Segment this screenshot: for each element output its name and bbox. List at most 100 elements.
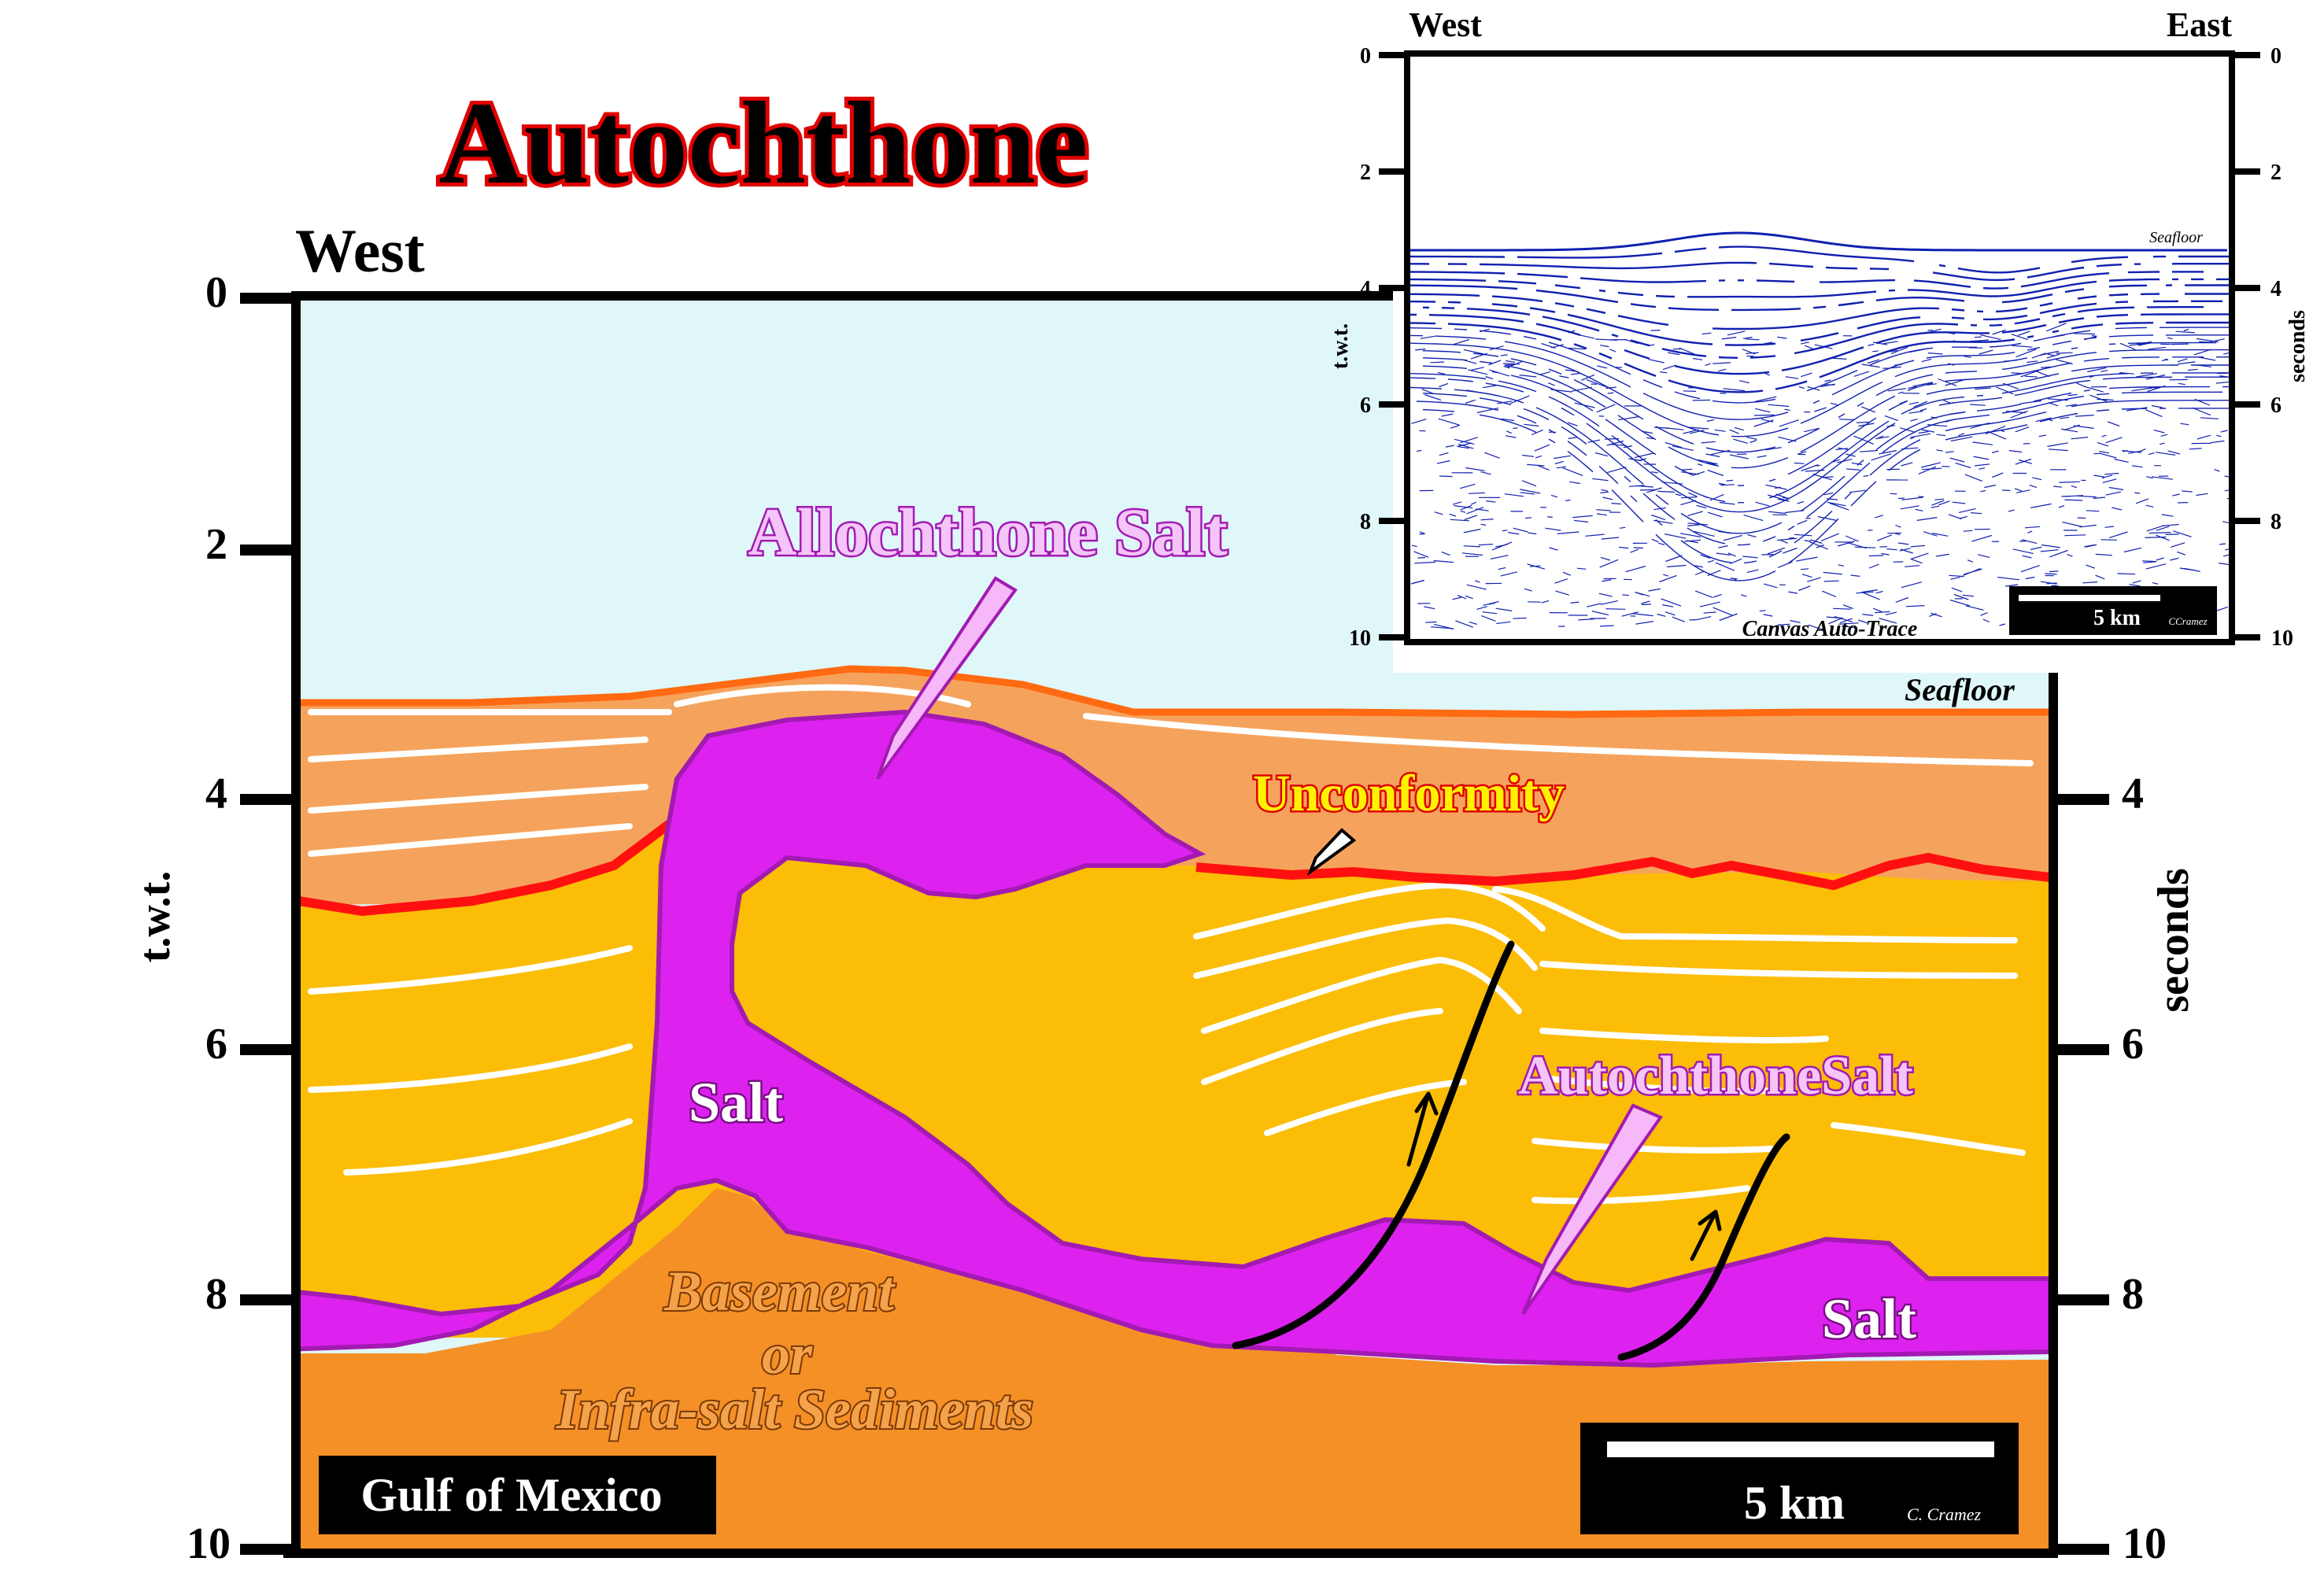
inset-seismic-dash bbox=[1908, 411, 1923, 414]
inset-seismic-dash bbox=[1463, 545, 1480, 548]
right-time-axis: 4 6 8 10 seconds bbox=[2054, 770, 2198, 1568]
inset-seismic-dash bbox=[2046, 582, 2057, 585]
inset-seismic-dash bbox=[1746, 338, 1760, 341]
inset-seismic-dash bbox=[1794, 533, 1812, 537]
inset-seismic-dash bbox=[1881, 552, 1890, 556]
inset-seismic-dash bbox=[1586, 603, 1602, 607]
inset-seismic-dash bbox=[1466, 507, 1484, 515]
inset-seismic-dash bbox=[1438, 418, 1460, 426]
inset-seismic-dash bbox=[1570, 601, 1580, 604]
inset-seismic-dash bbox=[1826, 498, 1838, 500]
inset-seismic-dash bbox=[1717, 368, 1727, 372]
inset-seismic-dash bbox=[1974, 336, 1982, 338]
inset-seismic-dash bbox=[2076, 382, 2086, 387]
inset-seismic-dash bbox=[2119, 372, 2134, 375]
inset-seismic-dash bbox=[2177, 358, 2188, 363]
inset-seismic-dash bbox=[1856, 591, 1874, 594]
inset-seismic-dash bbox=[1664, 611, 1676, 616]
inset-seismic-dash bbox=[2031, 353, 2045, 359]
inset-seismic-dash bbox=[1734, 426, 1744, 431]
inset-seismic-dash bbox=[1651, 538, 1659, 543]
inset-seismic-dash bbox=[2197, 364, 2211, 367]
inset-seismic-dash bbox=[1430, 361, 1445, 364]
inset-seismic-dash bbox=[1662, 364, 1676, 371]
inset-seismic-dash bbox=[1782, 547, 1797, 554]
inset-seismic-dash bbox=[2004, 584, 2019, 587]
inset-seismic-dash bbox=[1733, 438, 1748, 444]
inset-seismic-dash bbox=[1890, 493, 1897, 495]
inset-seismic-dash bbox=[1900, 548, 1913, 554]
inset-seismic-dash bbox=[1949, 411, 1966, 415]
inset-seismic-dash bbox=[2008, 450, 2023, 453]
inset-seismic-dash bbox=[1862, 614, 1874, 616]
inset-seismic-dash bbox=[1868, 563, 1879, 569]
inset-seismic-dash bbox=[1861, 589, 1878, 593]
inset-seismic-dash bbox=[1788, 591, 1798, 594]
inset-seismic-dash bbox=[2089, 375, 2096, 378]
inset-seismic-dash bbox=[2123, 449, 2128, 452]
inset-seismic-dash bbox=[1513, 427, 1518, 430]
inset-seismic-dash bbox=[1777, 561, 1793, 568]
inset-seismic-dash bbox=[1955, 462, 1971, 469]
inset-seismic-dash bbox=[1899, 548, 1911, 552]
inset-seismic-dash bbox=[1452, 338, 1470, 345]
inset-seismic-dash bbox=[2014, 488, 2023, 492]
inset-seismic-dash bbox=[2123, 547, 2142, 553]
seafloor-label: Seafloor bbox=[1905, 672, 2015, 707]
salt-label-right: Salt bbox=[1822, 1287, 1916, 1350]
inset-seismic-dash bbox=[1701, 332, 1712, 335]
inset-seismic-dash bbox=[2018, 459, 2033, 464]
left-tick-0: 0 bbox=[205, 268, 227, 317]
inset-seismic-dash bbox=[2053, 485, 2062, 488]
inset-seismic-dash bbox=[1439, 382, 1449, 388]
inset-seismic-dash bbox=[1931, 416, 1938, 419]
inset-seismic-dash bbox=[1648, 588, 1661, 592]
inset-seismic-dash bbox=[1663, 574, 1669, 577]
inset-seismic-dash bbox=[2032, 477, 2042, 481]
inset-seismic-dash bbox=[2170, 557, 2179, 561]
inset-seismic-dash bbox=[1718, 545, 1728, 548]
inset-seismic-dash bbox=[1550, 389, 1572, 393]
inset-seismic-dash bbox=[1908, 386, 1917, 389]
inset-seismic-dash bbox=[1554, 455, 1571, 460]
inset-seismic-dash bbox=[1875, 435, 1884, 440]
inset-seismic-dash bbox=[1714, 429, 1726, 432]
inset-seismic-dash bbox=[1693, 471, 1705, 476]
inset-seismic-dash bbox=[1681, 471, 1699, 475]
inset-reflector bbox=[1422, 349, 2229, 453]
inset-reflector bbox=[1410, 327, 2229, 404]
inset-seismic-dash bbox=[1486, 500, 1496, 503]
inset-seismic-dash bbox=[1484, 452, 1500, 459]
inset-seismic-dash bbox=[2184, 567, 2200, 572]
inset-seismic-dash bbox=[1547, 516, 1553, 518]
inset-seismic-dash bbox=[1809, 337, 1820, 340]
inset-seismic-dash bbox=[2086, 564, 2096, 569]
inset-seismic-dash bbox=[2171, 343, 2189, 345]
inset-seismic-dash bbox=[2062, 521, 2083, 528]
inset-seismic-dash bbox=[1947, 363, 1955, 366]
inset-seismic-dash bbox=[1823, 571, 1842, 575]
inset-seismic-dash bbox=[1465, 595, 1473, 600]
inset-seismic-dash bbox=[2109, 531, 2128, 538]
inset-seismic-dash bbox=[1541, 600, 1550, 604]
inset-seismic-dash bbox=[1746, 569, 1759, 573]
inset-seismic-dash bbox=[1625, 565, 1646, 573]
basement-label-line3: Infra-salt Sediments bbox=[556, 1378, 1033, 1441]
inset-seismic-dash bbox=[1419, 533, 1424, 535]
inset-right-axis-label: seconds bbox=[2285, 310, 2310, 382]
left-tick-6: 6 bbox=[205, 1020, 227, 1069]
inset-left-axis: 0 2 4 6 8 10 t.w.t. bbox=[1328, 44, 1407, 651]
inset-seismic-dash bbox=[2175, 330, 2195, 334]
unconformity-line-right bbox=[1195, 852, 2050, 891]
inset-seismic-dash bbox=[1508, 532, 1520, 535]
inset-left-tick-0: 0 bbox=[1360, 44, 1371, 68]
inset-right-tick-10: 10 bbox=[2271, 626, 2293, 651]
inset-seismic-dash bbox=[1797, 500, 1804, 504]
inset-seismic-dash bbox=[1554, 578, 1568, 584]
inset-seismic-dash bbox=[1742, 349, 1756, 355]
inset-seismic-dash bbox=[1562, 571, 1571, 576]
inset-seismic-dash bbox=[1470, 367, 1484, 371]
inset-seismic-dash bbox=[1820, 533, 1839, 541]
seismic-inset: 5 km CCramez Canvas Auto-Trace Seafloor … bbox=[1328, 6, 2310, 673]
